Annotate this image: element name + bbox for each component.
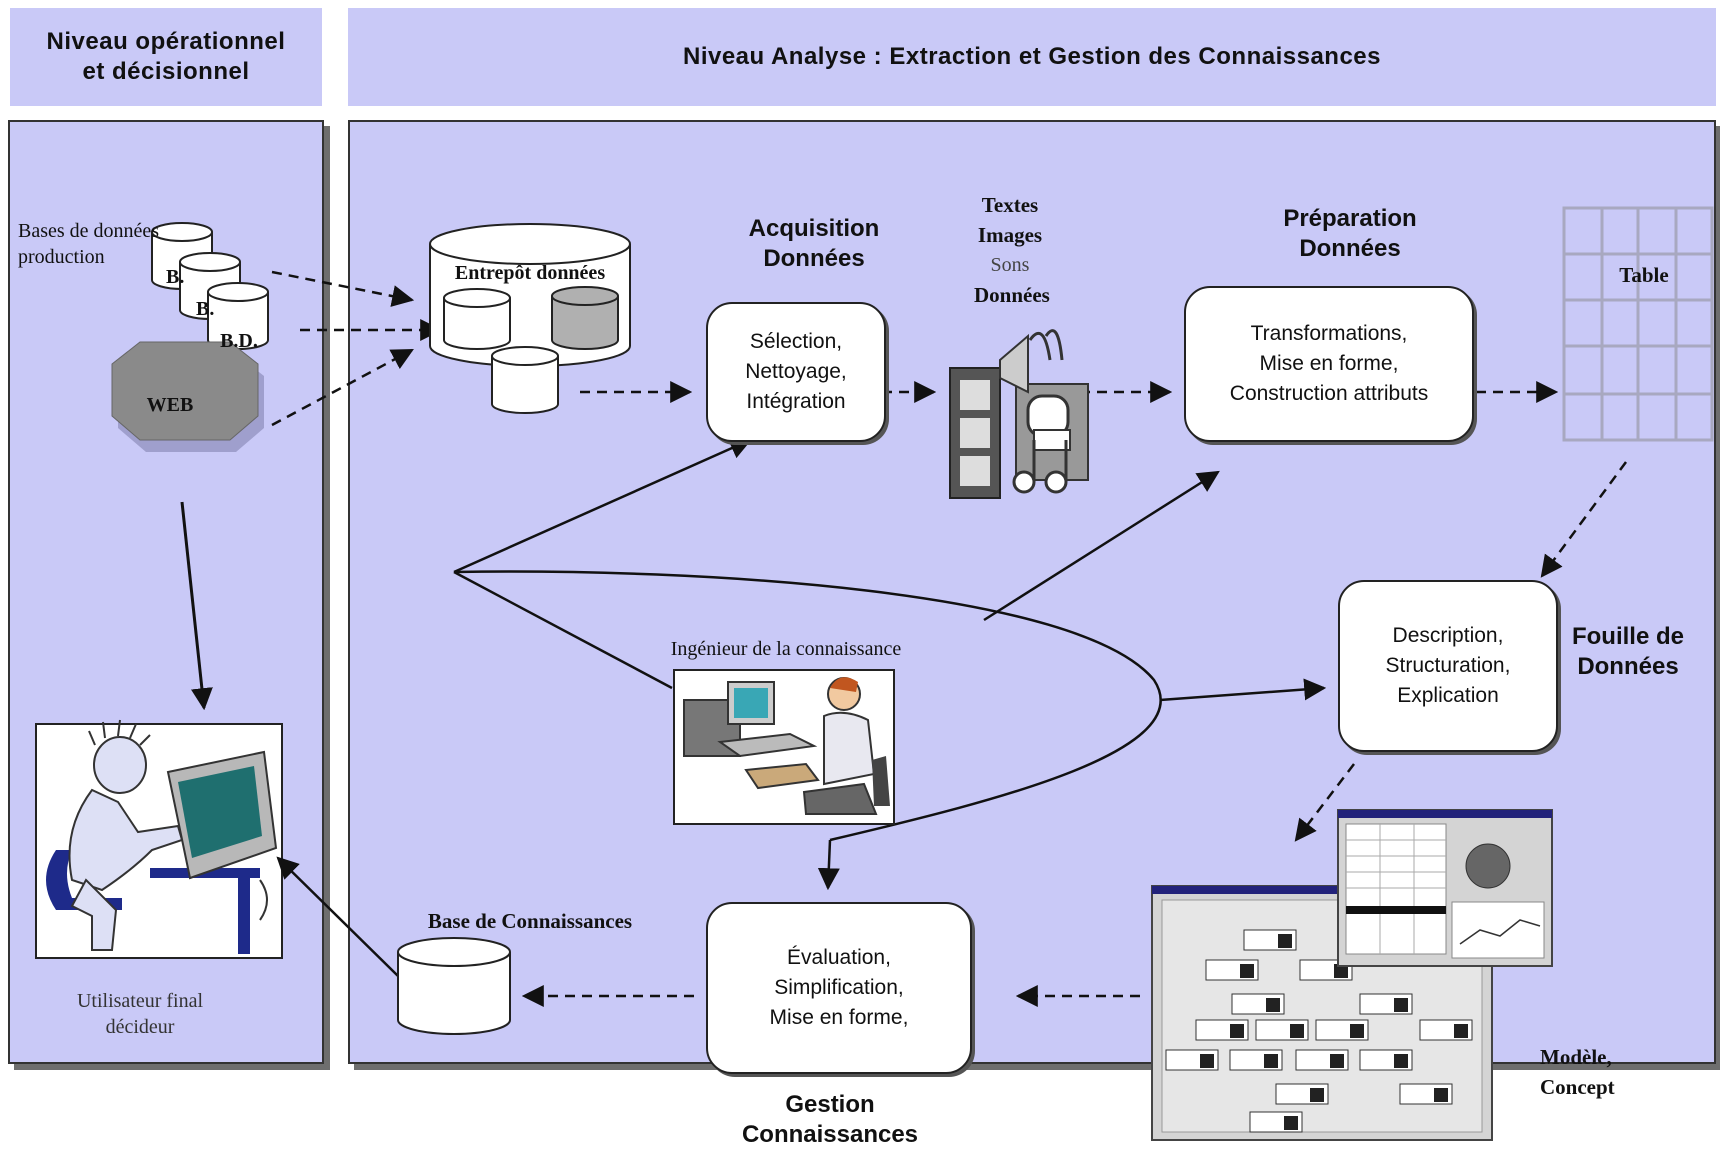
media-icon xyxy=(949,329,1089,499)
mining-box: Description, Structuration, Explication xyxy=(1338,580,1558,752)
acquisition-title: Acquisition Données xyxy=(748,215,880,272)
warehouse-label: Entrepôt données xyxy=(454,262,606,284)
db-label-partial: B. xyxy=(196,298,215,320)
header-operational: Niveau opérationnel et décisionnel xyxy=(10,8,322,106)
table-label: Table xyxy=(1619,263,1669,287)
db-label-partial: B. xyxy=(166,266,185,288)
end-user-label: Utilisateur final décideur xyxy=(76,990,204,1038)
production-databases-label: Bases de données production xyxy=(18,220,160,268)
management-box: Évaluation, Simplification, Mise en form… xyxy=(706,902,972,1074)
mining-title: Fouille de Données xyxy=(1571,623,1684,680)
media-type-texts: Textes xyxy=(981,193,1039,217)
knowledge-base-label: Base de Connaissances xyxy=(427,909,633,933)
engineer-computer-icon xyxy=(673,669,895,825)
warehouse-icon xyxy=(429,223,631,414)
database-icon xyxy=(207,282,269,350)
engineer-label: Ingénieur de la connaissance xyxy=(670,638,902,660)
web-octagon-icon xyxy=(111,341,264,452)
table-grid-icon xyxy=(1562,206,1714,442)
management-title: Gestion Connaissances xyxy=(741,1091,919,1148)
model-screenshot-icon xyxy=(1151,809,1553,1141)
model-label: Modèle, Concept xyxy=(1540,1045,1615,1099)
web-label: WEB xyxy=(146,394,194,416)
preparation-title: Préparation Données xyxy=(1283,205,1417,262)
db-label: B.D. xyxy=(220,330,258,352)
user-computer-icon xyxy=(35,719,283,959)
media-type-data: Données xyxy=(974,283,1050,307)
database-icon xyxy=(397,937,511,1035)
media-type-sounds: Sons xyxy=(990,254,1030,276)
header-analysis: Niveau Analyse : Extraction et Gestion d… xyxy=(348,8,1716,106)
media-type-images: Images xyxy=(977,223,1043,247)
preparation-box: Transformations, Mise en forme, Construc… xyxy=(1184,286,1474,442)
acquisition-box: Sélection, Nettoyage, Intégration xyxy=(706,302,886,442)
